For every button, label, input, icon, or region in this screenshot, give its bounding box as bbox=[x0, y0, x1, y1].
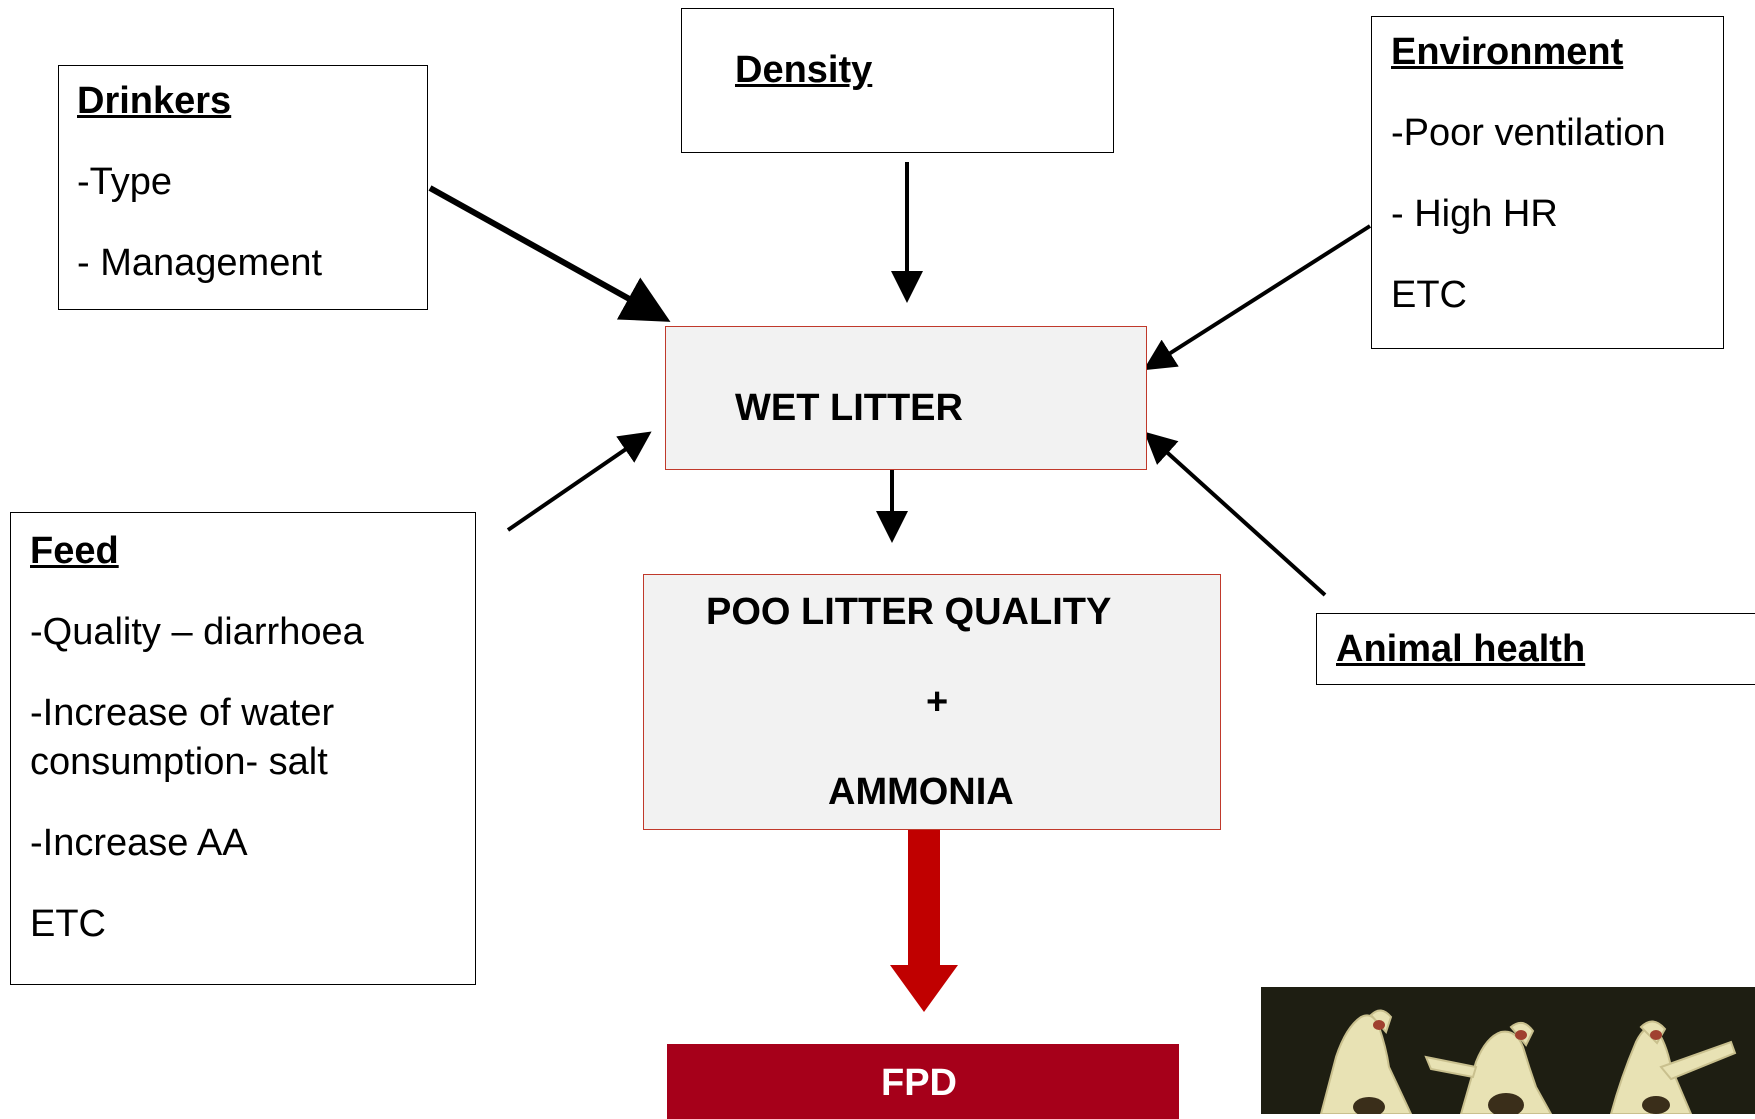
environment-item: ETC bbox=[1391, 274, 1467, 316]
density-box: Density bbox=[681, 8, 1114, 153]
arrow-drinkers-to-wet-litter bbox=[428, 185, 671, 322]
red-down-arrow bbox=[890, 830, 958, 1012]
drinkers-box: Drinkers -Type - Management bbox=[58, 65, 428, 310]
feed-item: -Increase of water bbox=[30, 692, 335, 734]
feed-item: -Increase AA bbox=[30, 822, 248, 864]
feed-title: Feed bbox=[30, 530, 119, 572]
feed-item: ETC bbox=[30, 903, 106, 945]
arrow-feed-to-wet-litter bbox=[506, 431, 652, 532]
plus-sign: + bbox=[926, 681, 949, 723]
density-title: Density bbox=[735, 49, 873, 91]
environment-title: Environment bbox=[1391, 31, 1624, 73]
arrow-animal-health-to-wet-litter bbox=[1144, 431, 1327, 597]
poor-litter-ammonia-box: POO LITTER QUALITY + AMMONIA bbox=[643, 574, 1221, 830]
animal-health-box: Animal health bbox=[1316, 613, 1755, 685]
environment-box: Environment -Poor ventilation - High HR … bbox=[1371, 16, 1724, 349]
drinkers-title: Drinkers bbox=[77, 80, 232, 122]
environment-item: - High HR bbox=[1391, 193, 1558, 235]
environment-item: -Poor ventilation bbox=[1391, 112, 1666, 154]
wet-litter-box: WET LITTER bbox=[665, 326, 1147, 470]
feed-item: consumption- salt bbox=[30, 741, 328, 783]
drinkers-item: - Management bbox=[77, 242, 323, 284]
fpd-bar: FPD bbox=[667, 1044, 1179, 1119]
foot-pad-photo bbox=[1261, 987, 1755, 1114]
feed-box: Feed -Quality – diarrhoea -Increase of w… bbox=[10, 512, 476, 985]
arrow-environment-to-wet-litter bbox=[1143, 224, 1372, 371]
fpd-label: FPD bbox=[881, 1062, 957, 1104]
feed-item: -Quality – diarrhoea bbox=[30, 611, 364, 653]
animal-health-title: Animal health bbox=[1336, 628, 1586, 670]
wet-litter-label: WET LITTER bbox=[735, 387, 963, 429]
poor-litter-label: POO LITTER QUALITY bbox=[706, 591, 1112, 633]
ammonia-label: AMMONIA bbox=[828, 771, 1014, 813]
drinkers-item: -Type bbox=[77, 161, 173, 203]
chicken-feet-illustration bbox=[1319, 1009, 1737, 1114]
